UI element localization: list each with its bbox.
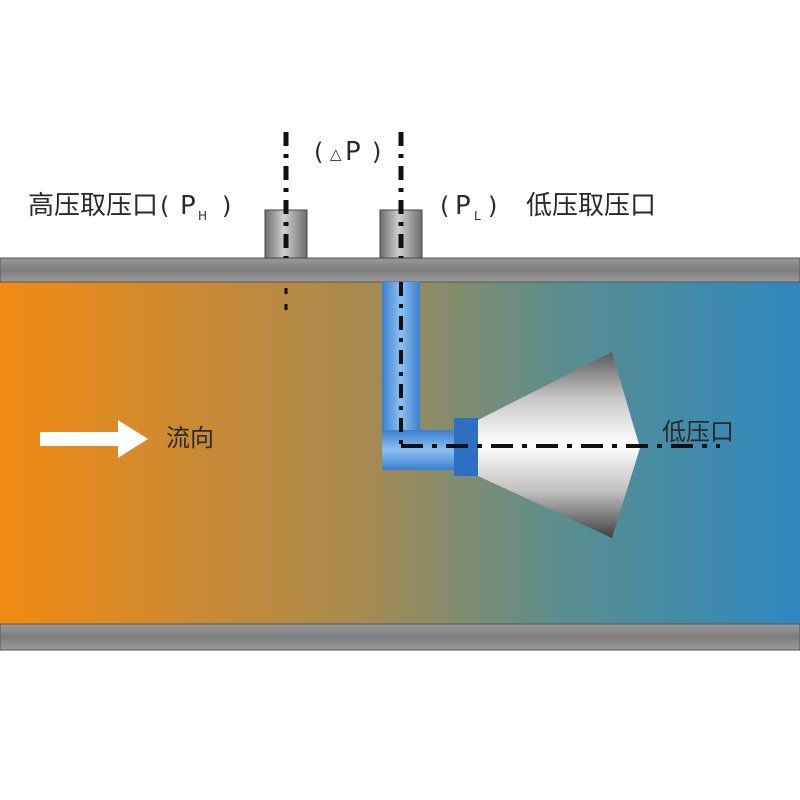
delta-open: ( (314, 138, 323, 166)
pipe-bottom-wall (0, 623, 800, 651)
low-sub: L (474, 209, 481, 223)
low-close: ) (488, 192, 497, 220)
delta-p: P (345, 137, 361, 167)
low-pressure-outlet-label: 低压口 (662, 418, 734, 446)
high-close: ) (222, 192, 231, 220)
high-port-label: 高压取压口 (28, 191, 158, 221)
flow-direction-label: 流向 (166, 424, 214, 452)
high-sub: H (198, 209, 207, 223)
delta-close: ) (372, 138, 381, 166)
low-open: ( (440, 192, 449, 220)
pipe-top-wall (0, 257, 800, 283)
high-p: P (180, 191, 196, 221)
high-open: ( (160, 192, 169, 220)
delta-symbol: △ (330, 145, 342, 163)
low-pressure-cone (478, 352, 640, 538)
low-p: P (455, 191, 471, 221)
low-port-label: 低压取压口 (526, 191, 656, 221)
impulse-tube-horizontal (382, 430, 462, 470)
flow-arrow-icon (40, 420, 148, 458)
